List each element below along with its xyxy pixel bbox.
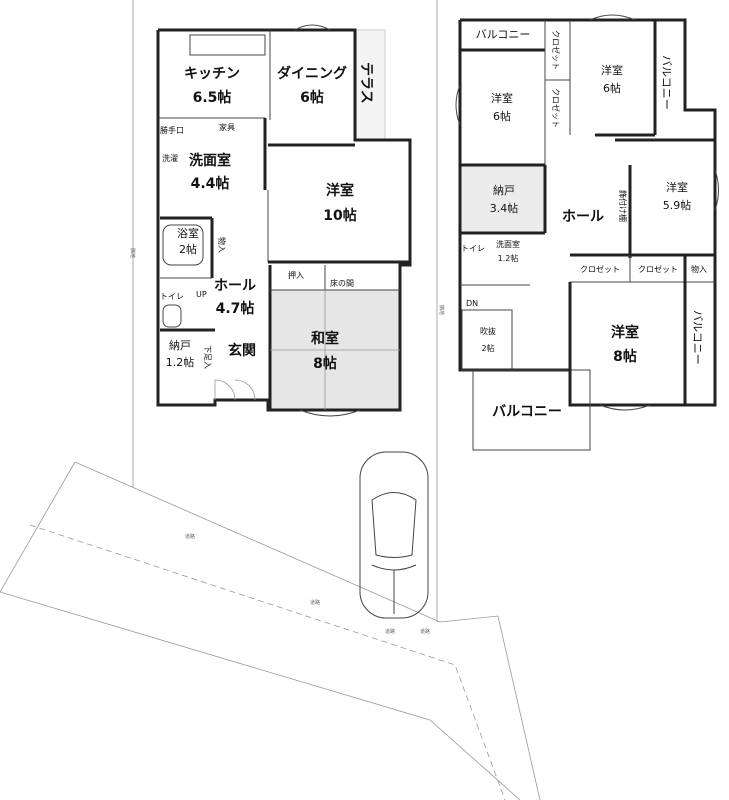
shoe-storage-label: 下足入 [203,345,212,369]
road-label: 道路 [420,628,430,635]
room-name: 洗面室 [189,152,231,169]
room-size: 1.2帖 [166,356,195,369]
furniture-label: 家具 [219,122,235,132]
balcony-label: バルコニー [492,404,562,420]
site-boundary [0,0,541,800]
closet-label: クロゼット [551,30,561,70]
road-label: 道路 [385,628,395,635]
room-size: 5.9帖 [663,199,692,212]
room-name: 納戸 [169,339,191,352]
room-size: 10帖 [323,207,356,224]
back-door-label: 勝手口 [160,125,184,135]
toilet-label: トイレ [160,292,184,301]
laundry-label: 洗濯 [162,153,178,163]
room-size: 4.7帖 [216,300,255,317]
room-name: 納戸 [493,184,515,197]
room-name: 和室 [311,330,339,347]
room-size: 2帖 [179,243,197,256]
room-size: 3.4帖 [490,202,519,215]
road-label: 道路 [310,599,320,606]
closet-label: クロゼット [551,88,561,128]
room-name: キッチン [184,66,240,82]
first-floor [156,24,412,417]
storage-label: 物入 [217,237,227,253]
room-size: 6帖 [603,82,621,95]
closet-label: クロゼット [580,264,620,274]
terrace-label: テラス [358,62,374,104]
car-icon [359,451,429,619]
balcony-label: バルコニー [660,55,673,110]
room-size: 6帖 [493,110,511,123]
room-size: 8帖 [613,348,637,365]
oshiire-label: 押入 [288,270,304,280]
entrance-label: 玄関 [228,342,256,359]
balcony-label: バルコニー [476,28,531,41]
room-name: 洋室 [601,63,623,77]
room-name: 浴室 [177,226,199,240]
neighbor-label: 隣地 [438,305,445,315]
room-size: 1.2帖 [498,253,519,263]
room-name: ホール [214,278,256,294]
first-floor-labels: キッチン 6.5帖 ダイニング 6帖 洗面室 4.4帖 洋室 10帖 浴室 2帖… [160,62,374,372]
neighbor-label: 隣地 [129,248,136,258]
room-size: 6.5帖 [193,89,232,106]
room-name: 洋室 [666,180,688,194]
room-size: 8帖 [313,355,337,372]
room-name: 吹抜 [480,326,496,336]
tokonoma-label: 床の間 [330,278,354,288]
room-name: 洋室 [326,182,354,199]
closet-label: クロゼット [638,264,678,274]
hall-label: ホール [562,209,604,225]
road-label: 道路 [185,533,195,540]
toilet-label: トイレ [461,244,485,253]
second-floor [455,14,719,451]
room-size: 4.4帖 [191,175,230,192]
dn-label: DN [466,299,478,308]
room-name: 洋室 [491,91,513,105]
balcony-label: バルコニー [691,310,704,365]
storage-label: 物入 [691,264,707,274]
room-size: 6帖 [300,89,324,106]
second-floor-labels: バルコニー クロゼット クロゼット 洋室 6帖 バルコニー 洋室 6帖 納戸 3… [461,28,707,420]
up-label: UP [196,290,207,299]
shelf-label: 飾付け棚 [618,190,628,222]
room-name: 洋室 [611,324,639,341]
room-name: 洗面室 [496,239,520,249]
room-size: 2帖 [481,343,494,353]
room-name: ダイニング [277,65,347,82]
